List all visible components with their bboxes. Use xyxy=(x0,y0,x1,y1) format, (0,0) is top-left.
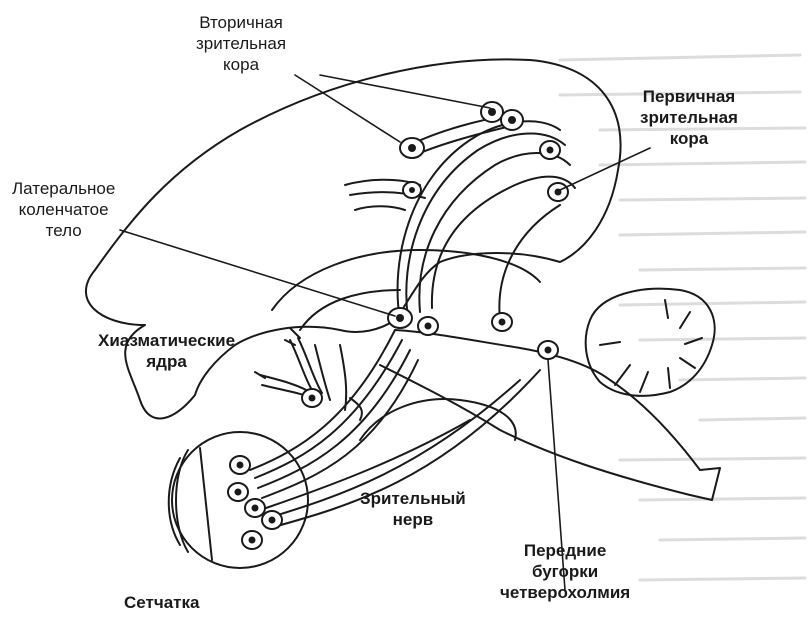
label-retina: Сетчатка xyxy=(124,592,199,613)
eye-chamber-line xyxy=(200,448,212,560)
spinal-cord-end xyxy=(690,468,720,500)
label-primary-cortex: Первичная зрительная кора xyxy=(640,86,738,149)
label-lateral-geniculate: Латеральное коленчатое тело xyxy=(12,178,115,241)
inner-arch xyxy=(300,290,400,330)
label-superior-colliculi: Передние бугорки четверохолмия xyxy=(500,540,630,603)
label-chiasmatic-nuclei: Хиазматические ядра xyxy=(98,330,235,372)
label-secondary-cortex: Вторичная зрительная кора xyxy=(196,12,286,75)
cerebellum-folia xyxy=(600,300,702,392)
ventral-bulge xyxy=(360,399,516,440)
label-optic-nerve: Зрительный нерв xyxy=(360,488,466,530)
